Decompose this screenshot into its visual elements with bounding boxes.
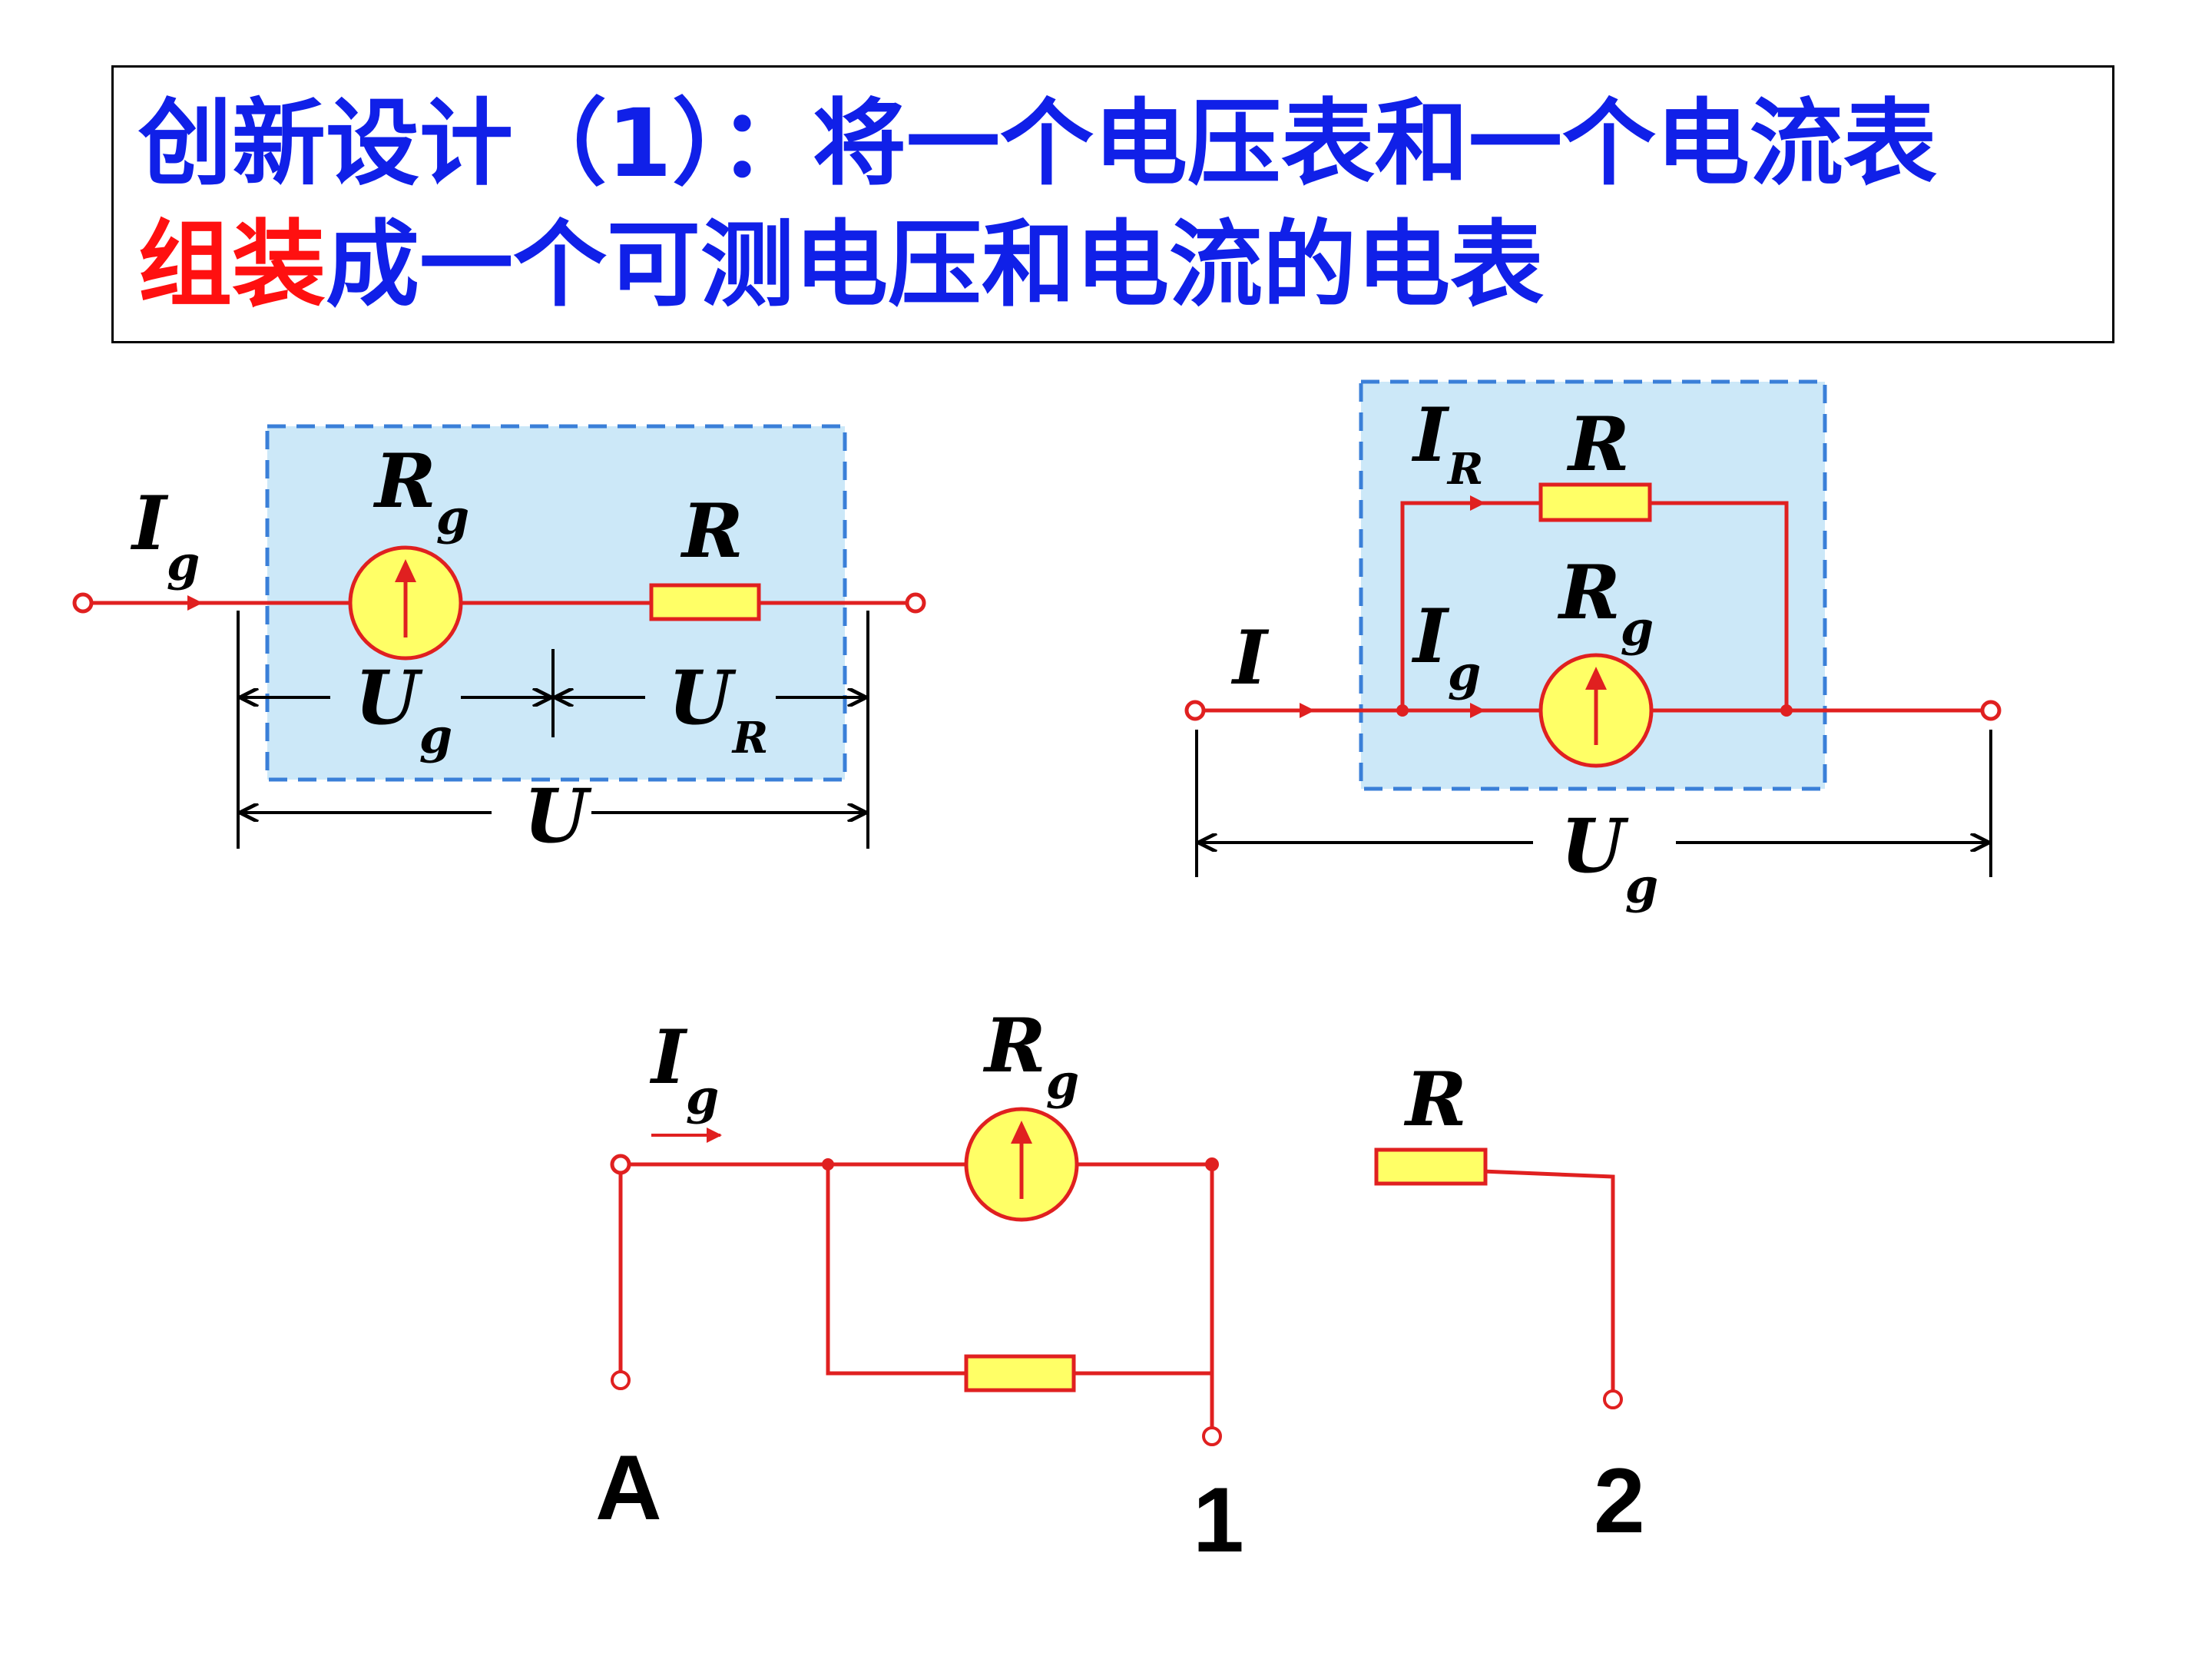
- resistor-series: [1374, 1147, 1488, 1186]
- galvanometer: [1538, 653, 1654, 768]
- resistor: [1538, 482, 1652, 522]
- galvanometer: [964, 1107, 1079, 1222]
- label-voltage-ug: Ug: [1561, 803, 1658, 914]
- title-highlight: 组装: [138, 210, 326, 320]
- terminal-2: [1603, 1389, 1623, 1409]
- label-meter-rg: Rg: [982, 1002, 1079, 1110]
- junction-left: [1396, 704, 1409, 717]
- label-current-ig: Ig: [1411, 593, 1481, 701]
- terminal-left: [72, 592, 94, 614]
- wire-lead-2: [1482, 1169, 1615, 1390]
- diagram-series-voltmeter: Ig Rg R Ug UR U: [72, 424, 926, 859]
- label-voltage-u: U: [524, 773, 592, 859]
- label-current-i: I: [1230, 614, 1270, 701]
- terminal-right: [1980, 700, 2002, 721]
- title-line-2-rest: 成一个可测电压和电流的电表: [326, 210, 1544, 320]
- title-box: 创新设计（1）：将一个电压表和一个电流表 组装成一个可测电压和电流的电表: [111, 65, 2114, 343]
- galvanometer: [348, 545, 463, 661]
- diagram-combined-meter: Ig Rg R A 1 2: [595, 1002, 1645, 1571]
- label-resistor-r: R: [1566, 401, 1630, 488]
- label-resistor-r: R: [680, 488, 743, 575]
- label-current-ig: Ig: [649, 1014, 719, 1125]
- terminal-right: [905, 592, 926, 614]
- terminal-label-1: 1: [1193, 1469, 1244, 1571]
- diagram-parallel-ammeter: IR R Rg Ig I Ug: [1184, 379, 2002, 914]
- label-resistor-r: R: [1403, 1056, 1467, 1143]
- resistor: [649, 583, 761, 621]
- label-voltage-ur: UR: [668, 654, 768, 763]
- terminal-a: [611, 1370, 631, 1390]
- label-current-ir: IR: [1411, 392, 1483, 495]
- junction-left: [822, 1158, 834, 1171]
- terminal-a-node: [610, 1154, 631, 1175]
- junction-right: [1205, 1157, 1219, 1171]
- wire-shunt: [826, 1164, 1212, 1376]
- label-voltage-ug: Ug: [355, 654, 452, 764]
- label-current-ig: Ig: [130, 480, 200, 591]
- junction-right: [1780, 704, 1793, 717]
- title-line-1: 创新设计（1）：将一个电压表和一个电流表: [138, 89, 1937, 198]
- terminal-label-a: A: [595, 1436, 662, 1539]
- resistor-shunt: [964, 1354, 1076, 1392]
- title-line-2: 组装成一个可测电压和电流的电表: [138, 218, 1544, 312]
- label-meter-rg: Rg: [1557, 549, 1654, 657]
- terminal-1: [1202, 1426, 1222, 1446]
- terminal-left: [1184, 700, 1206, 721]
- terminal-label-2: 2: [1594, 1449, 1645, 1552]
- label-meter-rg: Rg: [373, 438, 469, 545]
